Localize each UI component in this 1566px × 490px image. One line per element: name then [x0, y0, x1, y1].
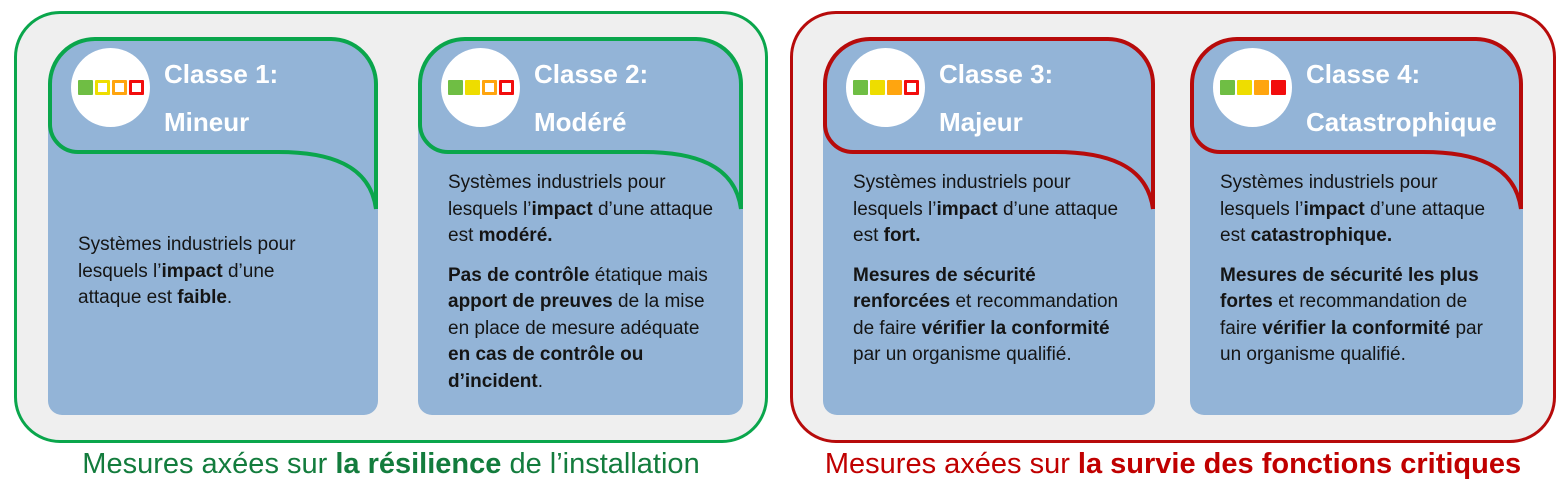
caption-highlight: la survie des fonctions critiques — [1077, 448, 1522, 480]
description-bold-text: Mesures de sécurité renforcées — [853, 264, 1036, 313]
severity-square — [481, 80, 497, 95]
card-title-line2: Catastrophique — [1306, 107, 1497, 137]
description-text: par un organisme qualifié. — [1220, 317, 1483, 366]
card-title-line1: Classe 2: — [534, 59, 649, 89]
description-text: par un organisme qualifié. — [853, 344, 1072, 365]
description-text: Systèmes industriels pour lesquels l’ — [78, 234, 296, 282]
description-paragraph: Systèmes industriels pour lesquels l’imp… — [78, 232, 340, 312]
caption-prefix: Mesures axées sur — [824, 448, 1078, 480]
card-title-line1: Classe 3: — [939, 59, 1054, 89]
severity-square — [869, 80, 885, 95]
description-bold-text: faible — [177, 287, 227, 308]
severity-square — [1219, 80, 1235, 95]
description-bold-text: fort. — [883, 225, 921, 246]
severity-square — [111, 80, 127, 95]
severity-square — [852, 80, 868, 95]
card-description: Systèmes industriels pour lesquels l’imp… — [1220, 170, 1501, 382]
description-text: de la mise en place de mesure adéquate — [448, 291, 705, 339]
caption-suffix: de l’installation — [501, 448, 700, 480]
description-text: d’une attaque est — [78, 260, 275, 309]
description-bold-text: catastrophique. — [1250, 225, 1393, 246]
description-paragraph: Mesures de sécurité les plus fortes et r… — [1220, 263, 1501, 369]
card-description: Systèmes industriels pour lesquels l’imp… — [448, 170, 721, 408]
card-title-line1: Classe 4: — [1306, 59, 1421, 89]
severity-square — [498, 80, 514, 95]
card-description: Systèmes industriels pour lesquels l’imp… — [78, 232, 340, 325]
description-bold-text: Mesures de sécurité les plus fortes — [1220, 264, 1479, 313]
card-title: Classe 4: Catastrophique — [1306, 50, 1521, 146]
description-paragraph: Pas de contrôle étatique mais apport de … — [448, 263, 721, 396]
description-bold-text: vérifier la conformité — [921, 317, 1110, 339]
description-bold-text: apport de preuves — [448, 291, 613, 312]
description-text: d’une attaque est — [853, 198, 1119, 247]
description-text: Systèmes industriels pour lesquels l’ — [1220, 172, 1438, 220]
description-text: et recommandation de faire — [1220, 291, 1468, 339]
severity-square — [464, 80, 480, 95]
severity-badge — [441, 48, 520, 127]
severity-square — [1253, 80, 1269, 95]
card-title: Classe 2: Modéré — [534, 50, 741, 146]
description-text: Systèmes industriels pour lesquels l’ — [853, 172, 1071, 220]
description-paragraph: Systèmes industriels pour lesquels l’imp… — [853, 170, 1133, 250]
description-bold-text: modéré. — [478, 225, 553, 246]
severity-square — [1270, 80, 1286, 95]
description-paragraph: Systèmes industriels pour lesquels l’imp… — [1220, 170, 1501, 250]
description-text: et recommandation de faire — [853, 291, 1119, 339]
card-title: Classe 3: Majeur — [939, 50, 1153, 146]
caption-prefix: Mesures axées sur — [82, 448, 336, 480]
severity-square — [886, 80, 902, 95]
description-paragraph: Mesures de sécurité renforcées et recomm… — [853, 263, 1133, 369]
severity-badge — [846, 48, 925, 127]
card-title-line2: Majeur — [939, 107, 1023, 137]
description-text: d’une attaque est — [1220, 198, 1486, 247]
description-text: Systèmes industriels pour lesquels l’ — [448, 172, 666, 220]
card-description: Systèmes industriels pour lesquels l’imp… — [853, 170, 1133, 382]
caption-fonctions-critiques: Mesures axées sur la survie des fonction… — [790, 447, 1556, 481]
severity-badge — [1213, 48, 1292, 127]
description-text: . — [226, 287, 233, 308]
description-bold-text: vérifier la conformité — [1262, 317, 1451, 339]
card-title: Classe 1: Mineur — [164, 50, 376, 146]
description-text: d’une attaque est — [448, 198, 714, 247]
description-bold-text: impact — [161, 260, 223, 282]
description-bold-text: en cas de contrôle ou d’incident — [448, 344, 644, 392]
caption-resilience: Mesures axées sur la résilience de l’ins… — [14, 447, 768, 481]
severity-square — [447, 80, 463, 95]
severity-square — [1236, 80, 1252, 95]
severity-square — [903, 80, 919, 95]
card-title-line1: Classe 1: — [164, 59, 279, 89]
description-text: étatique mais — [589, 264, 708, 286]
severity-badge — [71, 48, 150, 127]
card-title-line2: Modéré — [534, 107, 627, 137]
description-bold-text: impact — [936, 198, 998, 220]
description-paragraph: Systèmes industriels pour lesquels l’imp… — [448, 170, 721, 250]
caption-highlight: la résilience — [335, 448, 502, 480]
description-text: . — [537, 370, 544, 392]
severity-square — [128, 80, 144, 95]
severity-square — [94, 80, 110, 95]
severity-square — [77, 80, 93, 95]
description-bold-text: Pas de contrôle — [448, 264, 590, 286]
card-title-line2: Mineur — [164, 107, 250, 137]
description-bold-text: impact — [531, 198, 593, 220]
description-bold-text: impact — [1303, 198, 1365, 220]
